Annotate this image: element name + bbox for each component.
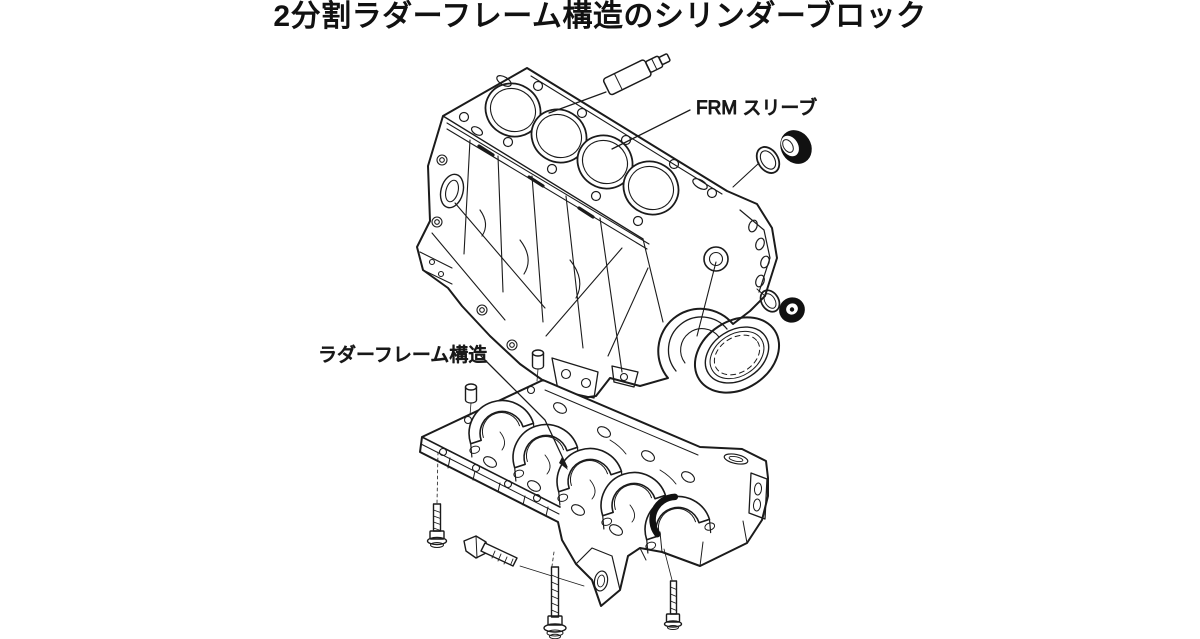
oil-jet-dowel-part — [548, 53, 671, 114]
block-outline — [416, 67, 778, 402]
frame-casting-marks — [499, 431, 677, 523]
ladder-frame-outline — [419, 379, 769, 607]
sealing-plug-and-o-ring-mid — [756, 288, 805, 323]
block-bottom-feet — [551, 357, 639, 399]
main-bearing-saddles — [456, 390, 718, 554]
bearing-shell-black — [649, 493, 679, 538]
frm-sleeve-callout: FRM スリーブ — [611, 96, 818, 150]
frm-sleeve-bores — [484, 82, 680, 216]
ladder-frame-lower-block — [419, 349, 769, 607]
figure-title: 2分割ラダーフレーム構造のシリンダーブロック — [273, 0, 927, 33]
block-ribs — [431, 139, 649, 373]
block-left-end — [419, 154, 518, 351]
ladder-frame-callout: ラダーフレーム構造 — [318, 344, 568, 470]
frm-sleeve-leader — [611, 109, 691, 150]
bolt-right — [663, 548, 683, 630]
core-plug-and-o-ring-upper — [732, 130, 812, 188]
ladder-frame-leader-arrow — [559, 457, 568, 470]
frame-right-end — [639, 453, 768, 567]
upper-cylinder-block — [416, 67, 778, 402]
frame-foot — [575, 547, 621, 592]
dowel-pins — [464, 349, 545, 416]
ladder-frame-label: ラダーフレーム構造 — [318, 344, 487, 366]
bolt-left — [426, 451, 448, 548]
crank-arch — [667, 316, 728, 372]
ladder-frame-leader — [480, 355, 568, 468]
frame-deck-holes — [463, 385, 695, 536]
block-right-end — [667, 209, 771, 372]
bearing-bolts — [426, 451, 683, 639]
bolt-horizontal — [463, 535, 585, 587]
frm-sleeve-label: FRM スリーブ — [696, 96, 817, 119]
crankshaft-oil-seal — [693, 261, 781, 394]
bolt-center-long — [543, 551, 567, 639]
